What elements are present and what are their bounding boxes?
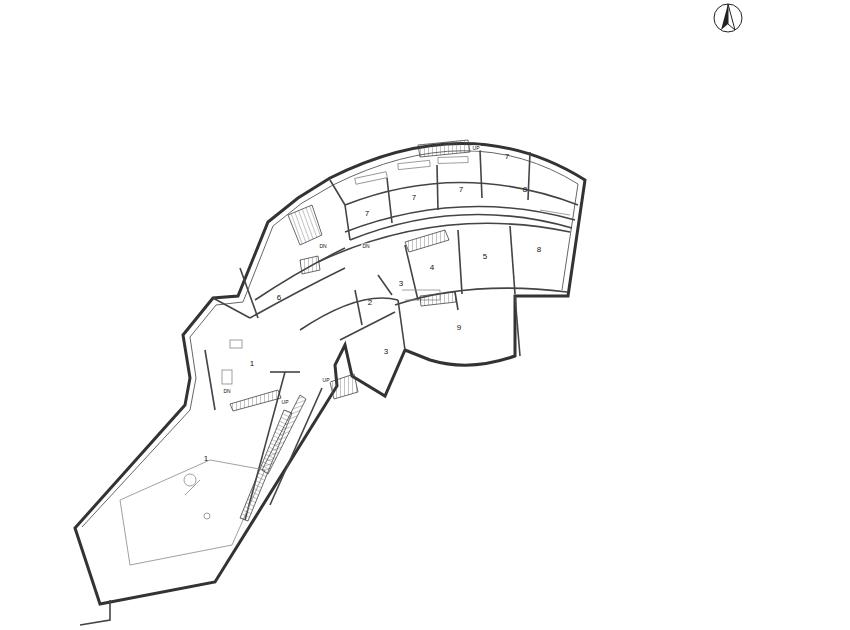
room-number: 5 [482, 253, 488, 261]
stair-note: DN [222, 389, 231, 394]
room-number: 7 [364, 210, 370, 218]
stair-note: UP [281, 400, 290, 405]
room-number: 9 [456, 324, 462, 332]
outer-wall [75, 143, 585, 604]
stairs [230, 140, 470, 521]
outer-wall-inner [82, 151, 578, 527]
room-number: 8 [522, 186, 528, 194]
stair-note: UP [472, 146, 481, 151]
room-number: 3 [383, 348, 389, 356]
room-number: 7 [504, 153, 510, 161]
room-number: 7 [458, 186, 464, 194]
furniture-lines [120, 156, 570, 565]
room-number: 4 [429, 264, 435, 272]
stair-note: DN [361, 244, 370, 249]
room-number: 1 [249, 360, 255, 368]
room-number: 1 [203, 455, 209, 463]
room-number: 2 [367, 299, 373, 307]
stair-note: DN [318, 244, 327, 249]
room-number: 7 [411, 194, 417, 202]
stair-note: UP [322, 378, 331, 383]
interior-walls [80, 150, 578, 625]
room-number: 3 [398, 280, 404, 288]
north-arrow [714, 4, 742, 32]
room-number: 8 [536, 246, 542, 254]
room-number: 6 [276, 294, 282, 302]
